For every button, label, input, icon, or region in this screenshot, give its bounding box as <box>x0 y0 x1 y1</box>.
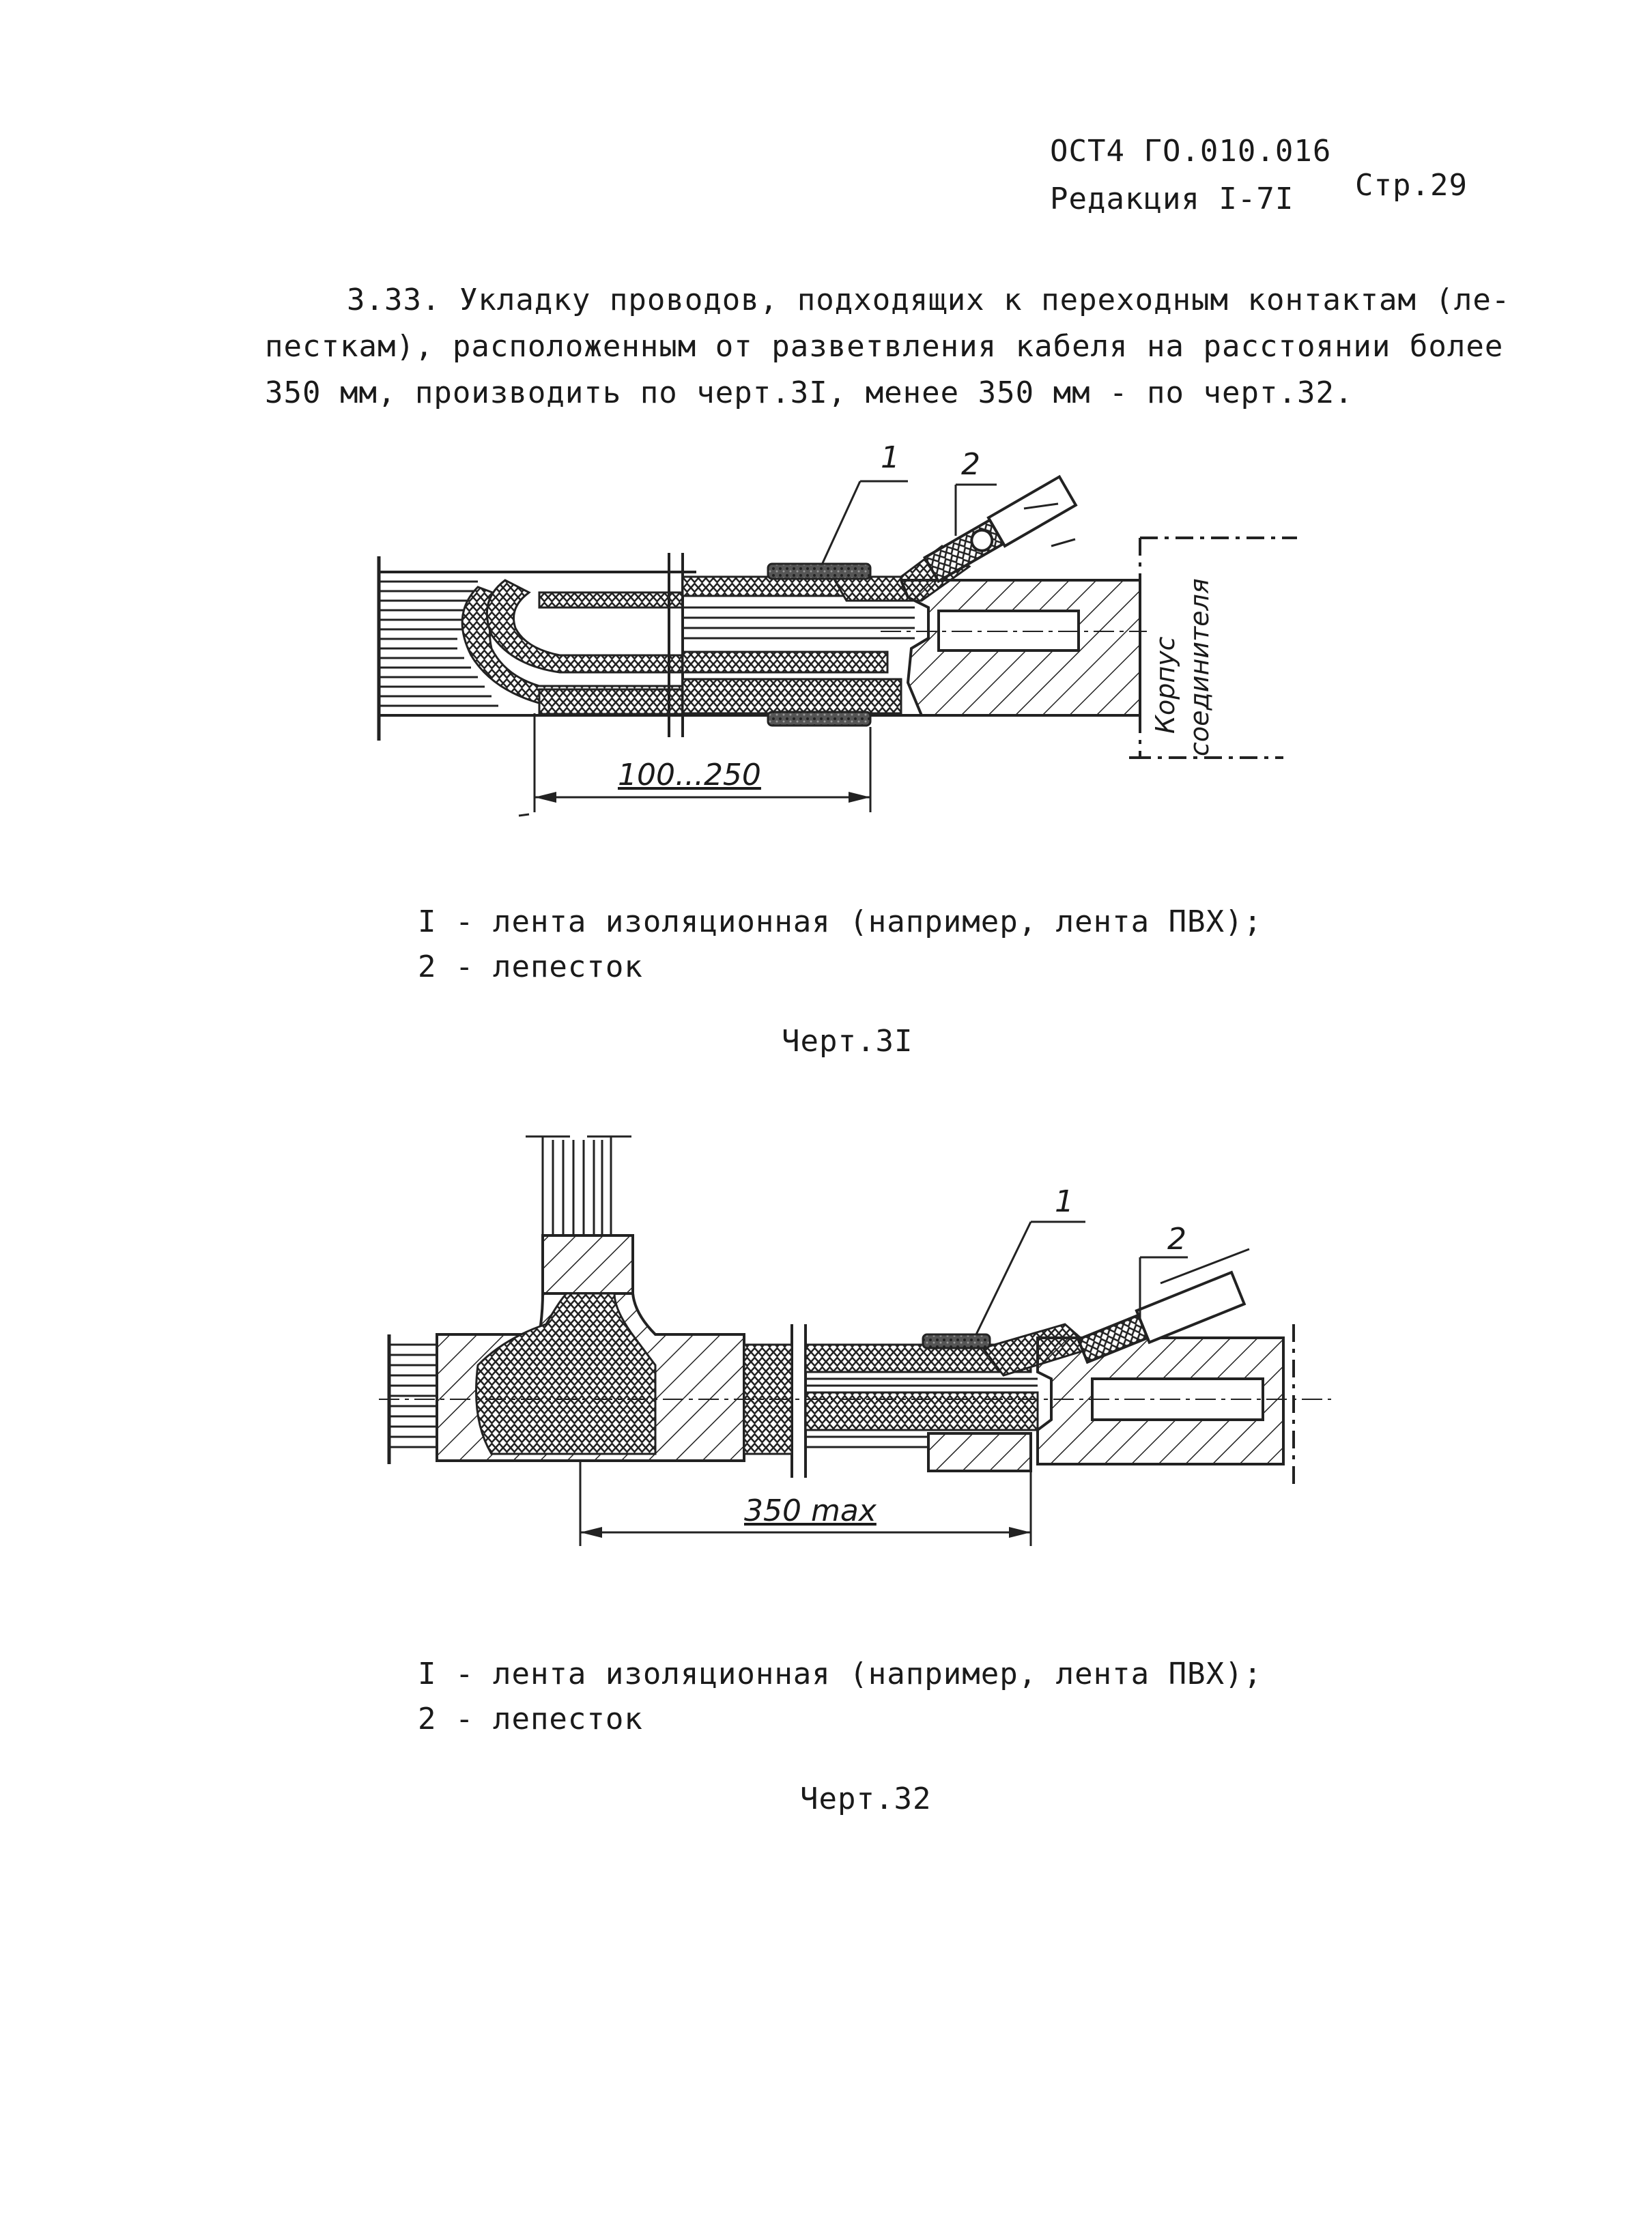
fig31-callout-1: 1 <box>881 440 900 475</box>
fig32-legend-2: 2 - лепесток <box>418 1702 643 1736</box>
edition-label: Редакция I-7I <box>1050 182 1294 216</box>
fig32-callout-1: 1 <box>1055 1184 1074 1219</box>
fig31-caption: Черт.3I <box>782 1024 913 1059</box>
figure-31-drawing <box>377 474 1297 817</box>
fig32-dimension-label: 350 max <box>744 1493 877 1528</box>
page-number: Стр.29 <box>1355 168 1468 203</box>
paragraph-line-3: 350 мм, производить по черт.3I, менее 35… <box>265 375 1354 410</box>
fig32-legend-1: I - лента изоляционная (например, лента … <box>418 1657 1263 1691</box>
fig31-dimension-label: 100...250 <box>618 758 761 792</box>
fig32-callout-2: 2 <box>1167 1222 1186 1257</box>
paragraph-line-2: песткам), расположенным от разветвления … <box>265 329 1504 364</box>
fig31-legend-1: I - лента изоляционная (например, лента … <box>418 904 1263 939</box>
fig31-legend-2: 2 - лепесток <box>418 949 643 984</box>
fig32-caption: Черт.32 <box>800 1782 932 1816</box>
fig31-callout-2: 2 <box>961 447 980 482</box>
paragraph-line-1: 3.33. Укладку проводов, подходящих к пер… <box>347 283 1511 317</box>
document-code: ОСТ4 ГО.010.016 <box>1050 134 1332 169</box>
